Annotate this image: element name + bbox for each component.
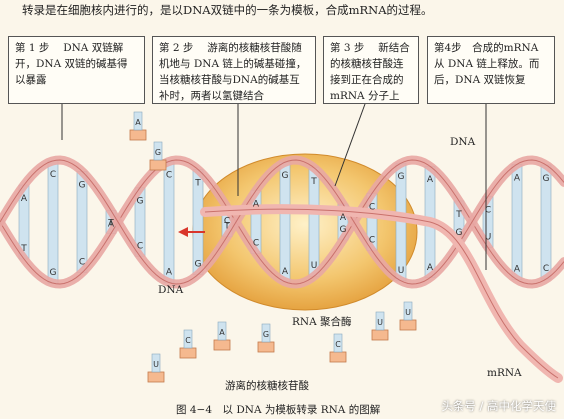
step-2-text: 第 2 步 游离的核糖核苷酸随机地与 DNA 链上的碱基碰撞，当核糖核苷酸与DN… xyxy=(159,42,307,102)
base-letter-top: T xyxy=(455,210,462,220)
base-letter-top: C xyxy=(224,216,230,226)
step-3-text: 第 3 步 新结合的核糖核苷酸连接到正在合成的 mRNA 分子上 xyxy=(330,42,410,102)
mrna-strand-edge xyxy=(204,208,559,379)
base-letter-top: G xyxy=(137,197,144,207)
base-letter-top: A xyxy=(21,194,28,204)
free-nucleotide-base xyxy=(261,323,271,343)
free-nucleotide-base xyxy=(133,111,143,131)
base-letter-top: A xyxy=(253,200,260,210)
base-letter-top: T xyxy=(194,178,201,188)
direction-arrow-head xyxy=(178,227,188,237)
free-nucleotide-phosphate xyxy=(213,339,231,351)
free-nucleotide-letter: A xyxy=(135,118,141,127)
base-letter-bottom: C xyxy=(369,236,375,246)
base-letter-top: A xyxy=(427,175,434,185)
base-letter-top: C xyxy=(50,170,56,180)
free-nucleotide-phosphate xyxy=(129,129,147,141)
dna-label-left: DNA xyxy=(158,284,184,296)
watermark: 头条号 / 高中化学天使 xyxy=(441,399,556,413)
base-letter-bottom: U xyxy=(398,266,405,276)
free-nucleotide-phosphate xyxy=(371,329,389,341)
base-letter-bottom: G xyxy=(340,225,347,235)
callout-leader-line xyxy=(334,103,366,187)
base-letter-bottom: A xyxy=(282,267,289,277)
base-letter-bottom: A xyxy=(166,268,173,278)
base-letter-bottom: U xyxy=(311,261,318,271)
base-letter-bottom: T xyxy=(223,222,230,232)
base-letter-bottom: C xyxy=(543,264,549,274)
base-letter-top: C xyxy=(369,202,375,212)
free-nucleotide-base xyxy=(375,311,385,331)
free-nucleotide-letter: A xyxy=(219,328,225,337)
free-nucleotide-phosphate xyxy=(399,319,417,331)
base-letter-top: C xyxy=(485,205,491,215)
mrna-label: mRNA xyxy=(487,367,522,379)
free-nucleotide-letter: U xyxy=(377,318,383,327)
base-letter-top: A xyxy=(514,173,521,183)
base-letter-bottom: C xyxy=(137,241,143,251)
base-letter-bottom: C xyxy=(79,258,85,268)
free-nucleotide-phosphate xyxy=(147,371,165,383)
step-2-box: 第 2 步 游离的核糖核苷酸随机地与 DNA 链上的碱基碰撞，当核糖核苷酸与DN… xyxy=(152,36,316,104)
base-letter-top: G xyxy=(79,180,86,190)
base-letter-top: A xyxy=(340,213,347,223)
base-letter-bottom: U xyxy=(485,233,492,243)
base-letter-bottom: C xyxy=(253,238,259,248)
step-4-box: 第4步 合成的mRNA从 DNA 链上释放。而后，DNA 双链恢复 xyxy=(427,36,555,104)
free-nucleotide-letter: C xyxy=(335,340,341,349)
free-nucleotide-base xyxy=(403,301,413,321)
base-letter-top: A xyxy=(108,220,115,230)
base-letter-top: T xyxy=(310,177,317,187)
dna-strand-2-edge xyxy=(0,159,564,285)
base-letter-bottom: A xyxy=(514,265,521,275)
free-nucleotide-phosphate xyxy=(149,159,167,171)
diagram-heading: 转录是在细胞核内进行的，是以DNA双链中的一条为模板，合成mRNA的过程。 xyxy=(22,3,433,17)
free-nucleotide-base xyxy=(153,141,163,161)
dna-label-right: DNA xyxy=(450,136,476,148)
free-nucleotides-label: 游离的核糖核苷酸 xyxy=(225,380,309,392)
base-letter-bottom: T xyxy=(107,218,114,228)
base-letter-top: G xyxy=(398,172,405,182)
step-4-text: 第4步 合成的mRNA从 DNA 链上释放。而后，DNA 双链恢复 xyxy=(434,42,540,86)
free-nucleotide-letter: G xyxy=(155,148,161,157)
free-nucleotide-letter: G xyxy=(263,330,269,339)
base-letter-bottom: G xyxy=(456,228,463,238)
rna-polymerase-label: RNA 聚合酶 xyxy=(292,316,352,328)
free-nucleotide-letter: U xyxy=(405,308,411,317)
free-nucleotide-base xyxy=(151,353,161,373)
base-letter-bottom: G xyxy=(50,268,57,278)
step-3-box: 第 3 步 新结合的核糖核苷酸连接到正在合成的 mRNA 分子上 xyxy=(323,36,419,104)
step-1-box: 第 1 步 DNA 双链解开，DNA 双链的碱基得以暴露 xyxy=(8,36,145,104)
base-letter-bottom: G xyxy=(195,260,202,270)
base-letter-top: C xyxy=(166,170,172,180)
free-nucleotide-base xyxy=(333,333,343,353)
free-nucleotide-letter: C xyxy=(185,336,191,345)
free-nucleotide-letter: U xyxy=(153,360,159,369)
free-nucleotide-phosphate xyxy=(179,347,197,359)
free-nucleotide-base xyxy=(183,329,193,349)
figure-caption: 图 4−4 以 DNA 为模板转录 RNA 的图解 xyxy=(176,404,381,416)
free-nucleotide-base xyxy=(217,321,227,341)
base-letter-top: G xyxy=(543,174,550,184)
base-letter-bottom: A xyxy=(427,263,434,273)
free-nucleotide-phosphate xyxy=(329,351,347,363)
free-nucleotide-phosphate xyxy=(257,341,275,353)
step-1-text: 第 1 步 DNA 双链解开，DNA 双链的碱基得以暴露 xyxy=(15,42,128,86)
base-letter-top: G xyxy=(282,171,289,181)
base-letter-bottom: T xyxy=(20,244,27,254)
